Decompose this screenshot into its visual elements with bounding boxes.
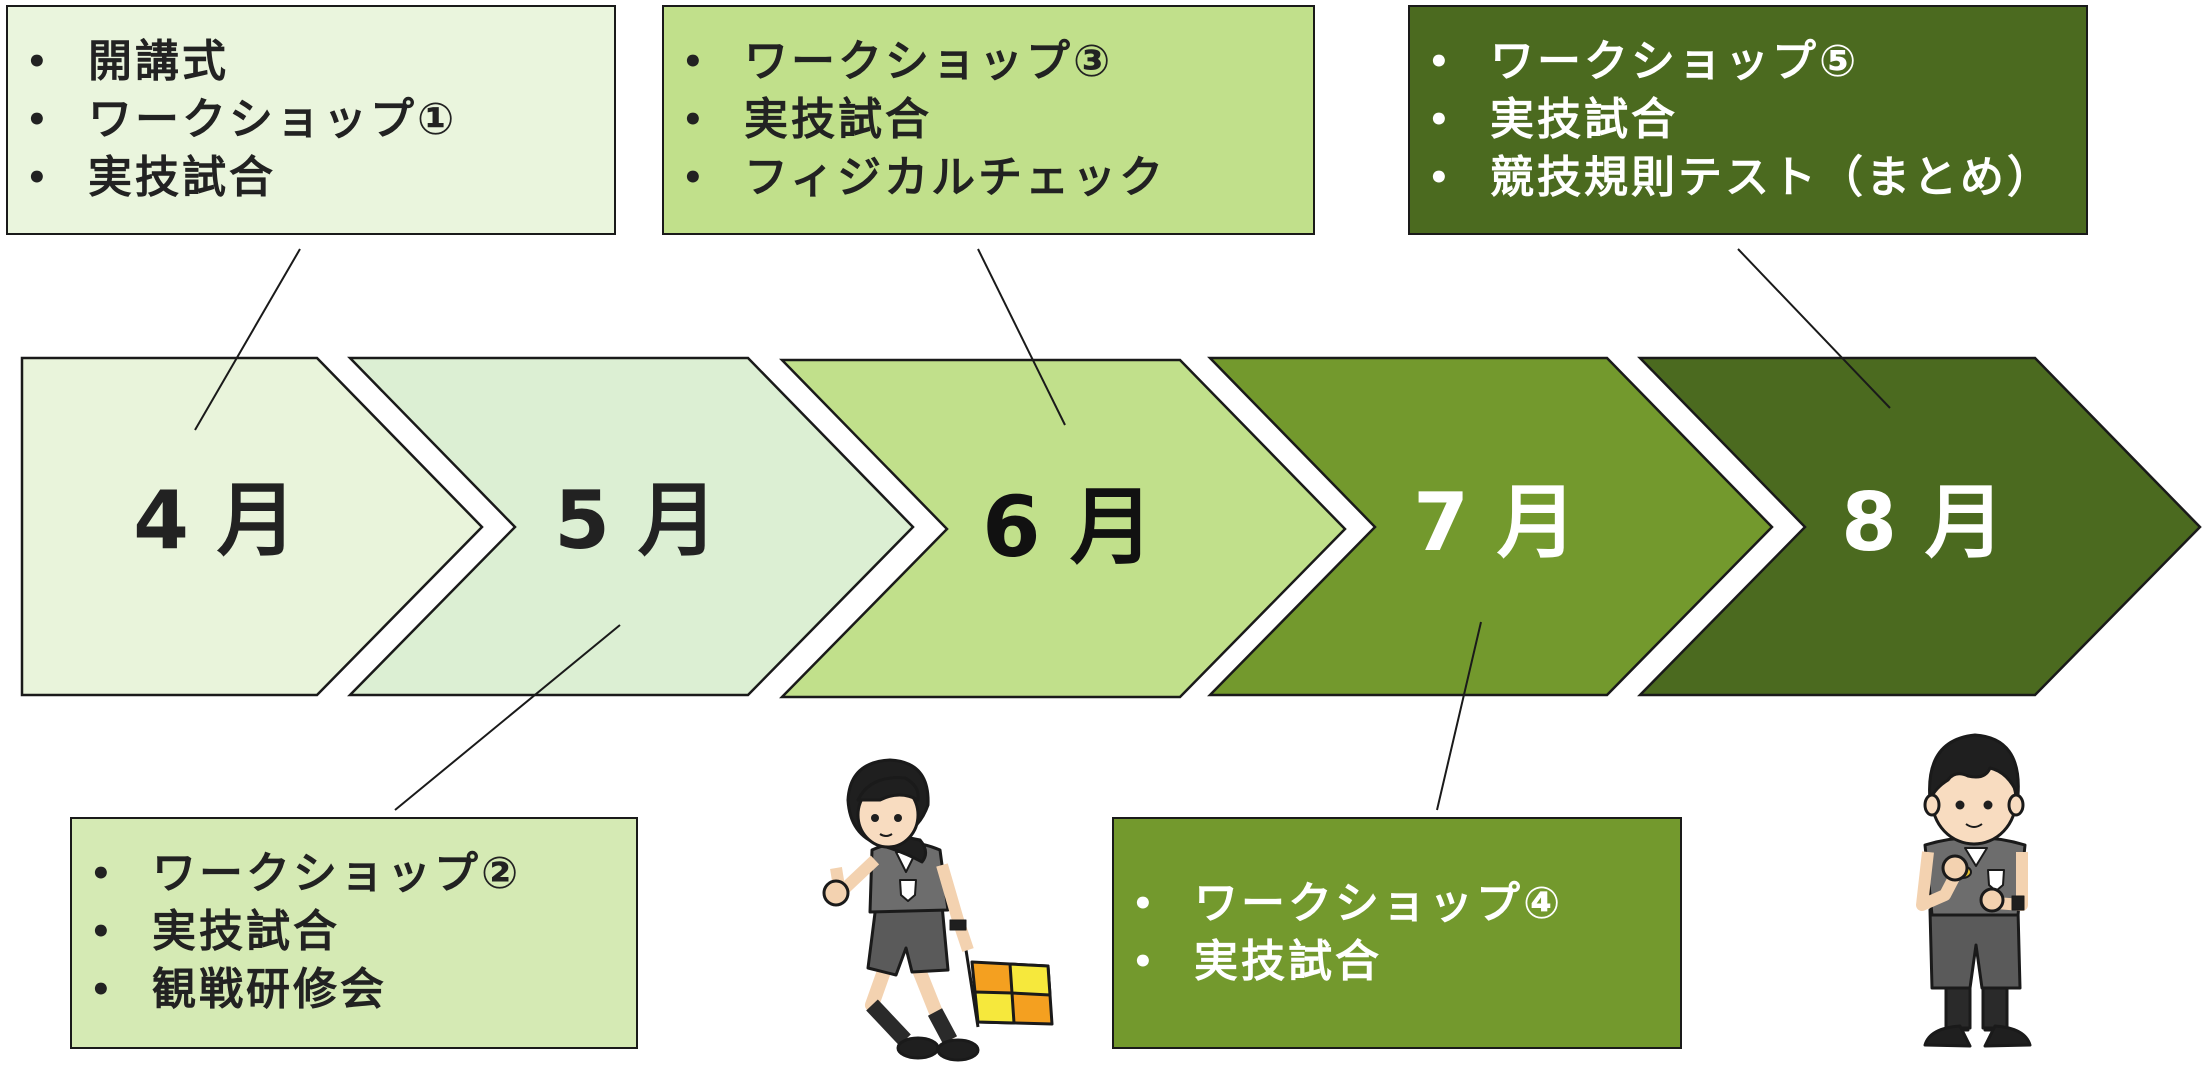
month-chevron-april — [20, 356, 484, 697]
month-chevron-july — [1207, 356, 1774, 697]
event-list-june: ワークショップ③ 実技試合 フィジカルチェック — [664, 33, 1313, 207]
event-box-june: ワークショップ③ 実技試合 フィジカルチェック — [662, 5, 1315, 235]
month-label-august: 8 月 — [1841, 476, 2005, 569]
event-item: ワークショップ① — [8, 91, 614, 149]
referee-with-watch-icon — [1916, 733, 2032, 1048]
event-item: 観戦研修会 — [72, 961, 636, 1019]
month-label-april: 4 月 — [133, 474, 297, 567]
event-item: 実技試合 — [1410, 91, 2086, 149]
event-item: 開講式 — [8, 33, 614, 91]
event-list-april: 開講式 ワークショップ① 実技試合 — [8, 33, 614, 207]
event-item: 実技試合 — [1114, 933, 1680, 991]
event-item: 実技試合 — [8, 149, 614, 207]
connector-july — [1436, 621, 1482, 811]
event-item: ワークショップ⑤ — [1410, 33, 2086, 91]
event-box-july: ワークショップ④ 実技試合 — [1112, 817, 1682, 1049]
month-chevron-august — [1637, 356, 2202, 697]
event-list-july: ワークショップ④ 実技試合 — [1114, 875, 1680, 991]
event-item: 競技規則テスト（まとめ） — [1410, 149, 2086, 207]
event-list-may: ワークショップ② 実技試合 観戦研修会 — [72, 845, 636, 1019]
month-chevron-june — [779, 358, 1347, 699]
month-chevron-may — [347, 356, 915, 697]
event-box-april: 開講式 ワークショップ① 実技試合 — [6, 5, 616, 235]
connector-april — [194, 248, 301, 431]
connector-june — [977, 248, 1066, 426]
month-label-may: 5 月 — [554, 474, 718, 567]
event-item: ワークショップ④ — [1114, 875, 1680, 933]
event-box-may: ワークショップ② 実技試合 観戦研修会 — [70, 817, 638, 1049]
connector-august — [1737, 248, 1891, 409]
event-item: フィジカルチェック — [664, 149, 1313, 207]
event-item: ワークショップ② — [72, 845, 636, 903]
event-list-august: ワークショップ⑤ 実技試合 競技規則テスト（まとめ） — [1410, 33, 2086, 207]
event-item: 実技試合 — [72, 903, 636, 961]
event-box-august: ワークショップ⑤ 実技試合 競技規則テスト（まとめ） — [1408, 5, 2088, 235]
assistant-referee-with-flag-icon — [822, 758, 1054, 1062]
event-item: ワークショップ③ — [664, 33, 1313, 91]
month-label-june: 6 月 — [982, 478, 1154, 576]
month-label-july: 7 月 — [1413, 476, 1577, 569]
connector-may — [394, 624, 621, 811]
event-item: 実技試合 — [664, 91, 1313, 149]
